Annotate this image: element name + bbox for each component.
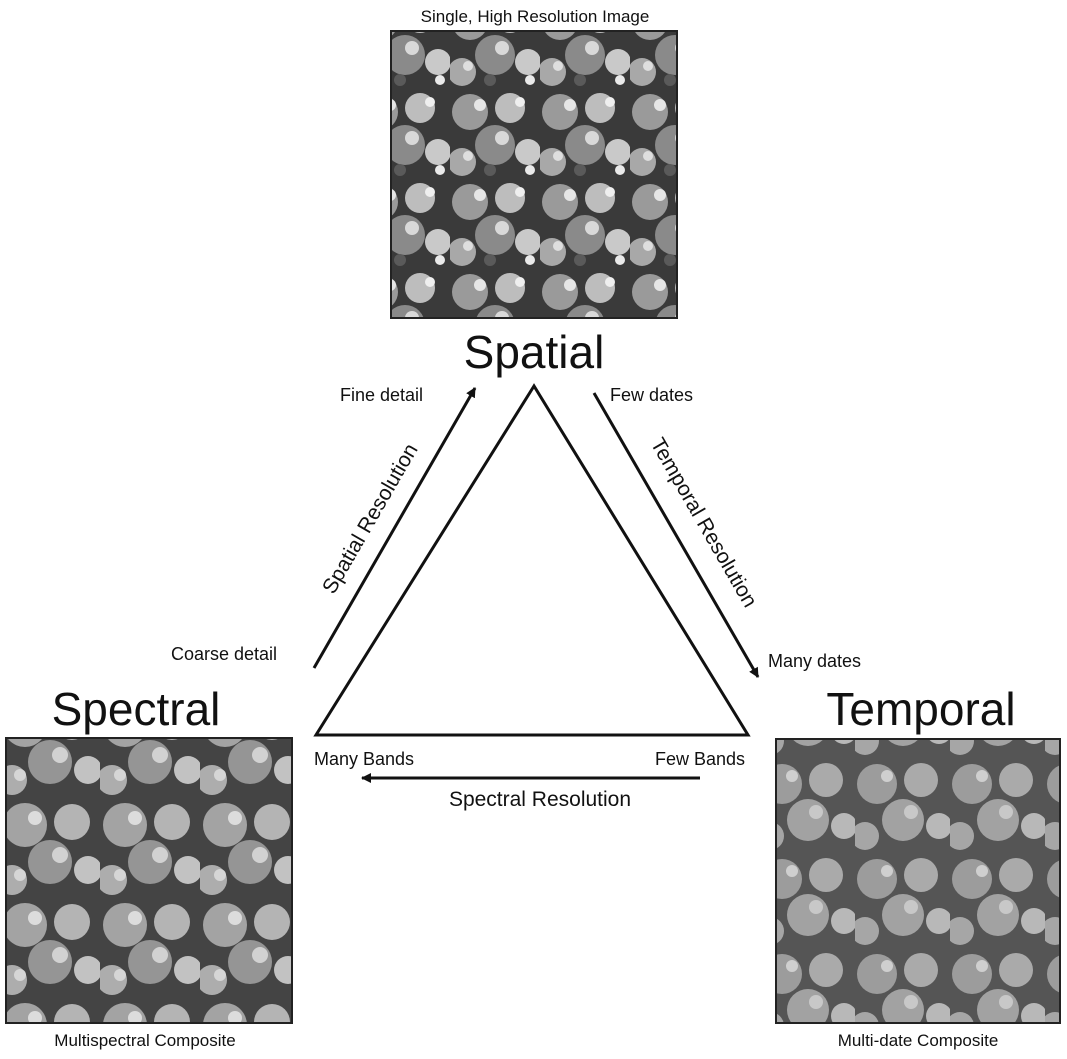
spatial-coarse-detail-label: Coarse detail [171, 644, 277, 664]
central-triangle [313, 383, 751, 737]
temporal-many-dates-label: Many dates [768, 651, 861, 671]
temporal-image [775, 738, 1061, 1024]
spatial-image-caption: Single, High Resolution Image [421, 7, 650, 26]
spectral-resolution-label: Spectral Resolution [449, 788, 631, 811]
spatial-fine-detail-label: Fine detail [340, 385, 423, 405]
temporal-few-dates-label: Few dates [610, 385, 693, 405]
spectral-many-bands-label: Many Bands [314, 749, 414, 769]
spatial-resolution-arrow [312, 387, 477, 669]
temporal-image-caption: Multi-date Composite [838, 1031, 999, 1050]
vertex-temporal-title: Temporal [826, 683, 1015, 735]
spatial-resolution-label: Spatial Resolution [318, 440, 423, 598]
temporal-resolution-arrow [592, 392, 760, 678]
spectral-few-bands-label: Few Bands [655, 749, 745, 769]
spectral-image [5, 737, 293, 1024]
spectral-image-caption: Multispectral Composite [54, 1031, 235, 1050]
vertex-spectral-title: Spectral [52, 683, 221, 735]
spatial-image [390, 30, 678, 319]
vertex-spatial-title: Spatial [464, 326, 605, 378]
